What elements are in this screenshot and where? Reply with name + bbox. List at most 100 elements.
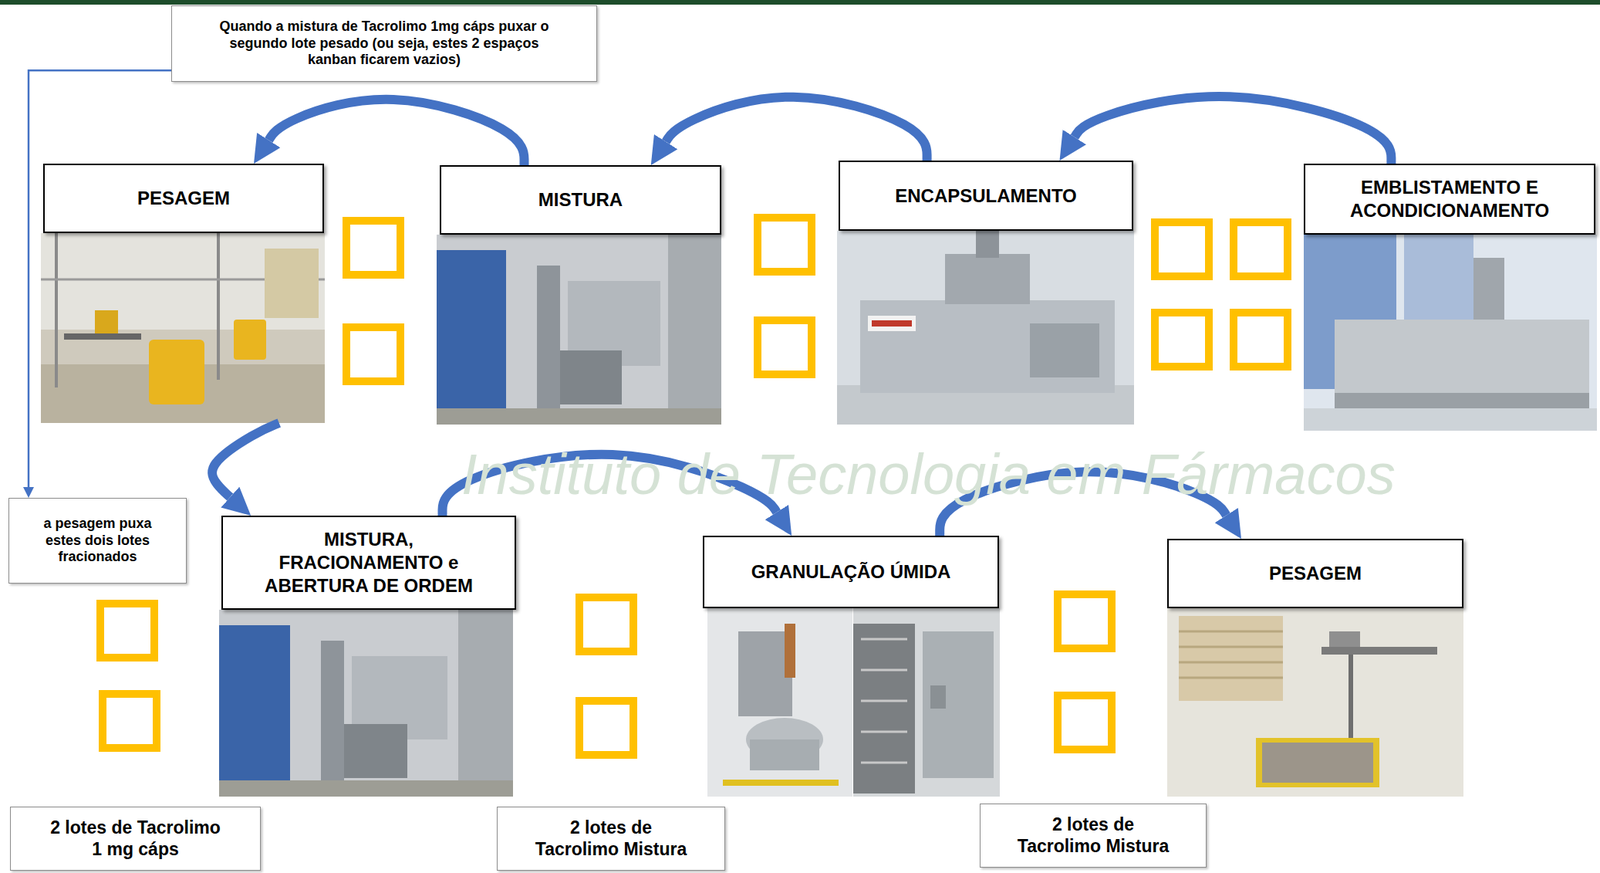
kanban-square (346, 327, 401, 382)
kanban-square (757, 320, 812, 375)
note-callout: Quando a mistura de Tacrolimo 1mg cáps p… (171, 5, 598, 82)
node-text: GRANULAÇÃO ÚMIDA (751, 560, 952, 584)
capsule-filler-photo (860, 300, 1115, 393)
lot-label-box: 2 lotes de Tacrolimo Mistura (496, 806, 726, 871)
dryer-photo (860, 668, 908, 672)
granulator-photo (722, 779, 839, 786)
weighing-room-photo (148, 339, 205, 405)
blender-photo (219, 624, 291, 797)
kanban-square (1233, 312, 1288, 367)
weighing-room-photo (264, 248, 319, 318)
weighing-room-photo (64, 333, 142, 340)
kanban-square (757, 217, 812, 272)
weighing-room-photo (216, 232, 220, 380)
granulator-photo (707, 607, 853, 797)
blender-photo (436, 408, 722, 425)
node-text: PESAGEM (137, 186, 230, 210)
dryer-photo (853, 607, 1000, 797)
pull-signal-line (28, 70, 172, 487)
weighing-booth-photo (1348, 654, 1354, 740)
process-box: ENCAPSULAMENTO (838, 160, 1134, 231)
kanban-square (1233, 222, 1288, 277)
kanban-square (102, 693, 157, 748)
weighing-booth-photo (1262, 742, 1374, 783)
weighing-booth-photo (1178, 630, 1283, 633)
capsule-filler-photo (871, 320, 912, 327)
kanban-square (579, 700, 634, 755)
weighing-booth-photo (1329, 631, 1361, 647)
blender-photo (436, 234, 722, 425)
node-text: a pesagem puxa estes dois lotes fraciona… (32, 515, 163, 566)
kanban-square (579, 597, 634, 652)
node-text: 2 lotes de Tacrolimo 1 mg cáps (46, 816, 225, 860)
watermark: Instituto de Tecnologia em Fármacos (461, 441, 1396, 507)
granulator-photo (738, 631, 793, 716)
weighing-room-photo (233, 319, 267, 360)
weighing-booth-photo (1321, 646, 1438, 655)
weighing-booth-photo (1178, 645, 1283, 649)
process-box: PESAGEM (43, 163, 325, 233)
blister-machine-photo (1473, 257, 1505, 320)
dryer-photo (860, 761, 908, 764)
blender-photo (436, 234, 722, 425)
weighing-room-photo (40, 232, 325, 423)
flow-arrow (665, 97, 928, 161)
blister-machine-photo (1334, 319, 1590, 393)
weighing-booth-photo (1178, 661, 1283, 664)
blender-photo (436, 249, 507, 425)
capsule-filler-photo (837, 230, 1135, 425)
dryer-photo (930, 685, 946, 709)
flow-arrow (1074, 96, 1392, 164)
flow-arrow (212, 422, 280, 497)
blister-machine-photo (1303, 234, 1597, 431)
node-text: PESAGEM (1269, 561, 1362, 585)
weighing-booth-photo (1167, 607, 1464, 797)
flow-arrow (268, 99, 524, 166)
weighing-booth-photo (1167, 607, 1464, 797)
weighing-room-photo (94, 310, 119, 334)
node-text: Quando a mistura de Tacrolimo 1mg cáps p… (218, 18, 551, 69)
weighing-room-photo (40, 232, 325, 423)
kanban-square (1057, 594, 1112, 649)
capsule-filler-photo (867, 315, 916, 331)
blender-photo (560, 350, 622, 405)
capsule-filler-photo (945, 253, 1030, 304)
process-box: EMBLISTAMENTO E ACONDICIONAMENTO (1303, 163, 1596, 235)
blister-machine-photo (1303, 408, 1597, 431)
node-text: 2 lotes de Tacrolimo Mistura (530, 816, 692, 860)
dryer-photo (853, 607, 1000, 797)
node-text: MISTURA (538, 188, 623, 212)
weighing-booth-photo (1255, 737, 1380, 787)
lot-label-box: 2 lotes de Tacrolimo Mistura (979, 803, 1207, 868)
weighing-booth-photo (1178, 676, 1283, 679)
capsule-filler-photo (1029, 323, 1100, 378)
dryer-photo (860, 699, 908, 703)
capsule-filler-photo (975, 230, 1000, 258)
node-text: EMBLISTAMENTO E ACONDICIONAMENTO (1323, 175, 1576, 223)
capsule-filler-photo (837, 230, 1135, 425)
kanban-square (346, 220, 401, 275)
node-text: MISTURA, FRACIONAMENTO e ABERTURA DE ORD… (241, 527, 497, 598)
process-box: GRANULAÇÃO ÚMIDA (702, 535, 1000, 608)
node-text: 2 lotes de Tacrolimo Mistura (1013, 813, 1173, 857)
weighing-room-photo (40, 232, 325, 330)
kanban-square (1057, 695, 1112, 750)
blender-photo (344, 723, 408, 778)
dryer-photo (860, 730, 908, 733)
note-callout: a pesagem puxa estes dois lotes fraciona… (8, 497, 187, 584)
blender-photo (458, 609, 514, 797)
dryer-photo (853, 623, 915, 794)
blister-machine-photo (1303, 234, 1597, 431)
weighing-booth-photo (1178, 615, 1283, 701)
blister-machine-photo (1334, 392, 1590, 409)
process-box: MISTURA (439, 165, 722, 235)
node-text: ENCAPSULAMENTO (894, 184, 1077, 208)
blender-photo (668, 234, 722, 425)
blender-photo (219, 779, 514, 797)
blender-photo (219, 609, 514, 797)
dryer-photo (922, 631, 994, 778)
